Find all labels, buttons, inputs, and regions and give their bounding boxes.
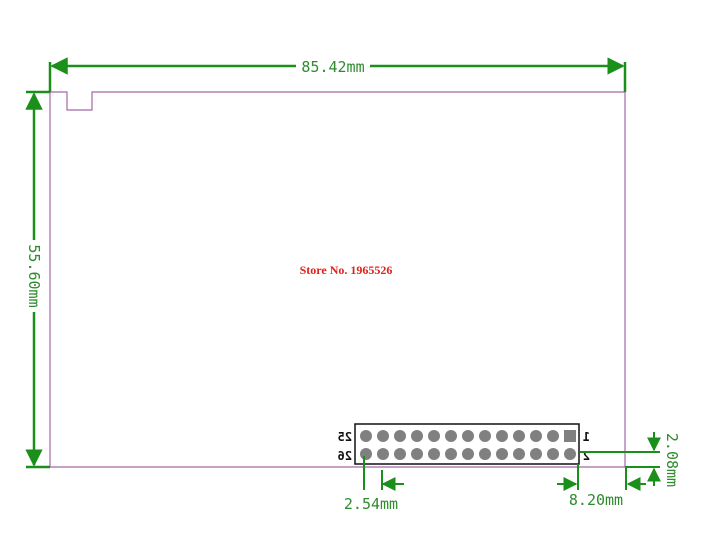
pin-pad [564, 448, 576, 460]
pin-pad [462, 448, 474, 460]
header-right-offset-dimension: 8.20mm [557, 464, 646, 509]
pin-label-1: 1 [583, 430, 590, 444]
pin-pitch-dimension: 2.54mm [344, 456, 404, 513]
pin-pad [496, 430, 508, 442]
pin-pad [445, 430, 457, 442]
pin-pad [530, 430, 542, 442]
pin-pad [394, 430, 406, 442]
pin-pad [479, 448, 491, 460]
pin-label-25: 25 [338, 430, 352, 444]
pin-header [360, 430, 576, 460]
store-watermark: Store No. 1965526 [300, 263, 393, 277]
pin-pad [496, 448, 508, 460]
pin-pad [547, 430, 559, 442]
height-label: 55.60mm [25, 244, 43, 307]
width-dimension: 85.42mm [48, 57, 627, 92]
pin-pad [547, 448, 559, 460]
pin-1-square-pad [564, 430, 576, 442]
right-offset-label: 8.20mm [569, 491, 623, 509]
header-bottom-offset-dimension: 2.08mm [580, 432, 681, 487]
pin-pad [428, 430, 440, 442]
pin-pad [513, 448, 525, 460]
pin-pad [462, 430, 474, 442]
pin-pad [377, 448, 389, 460]
pin-pad [479, 430, 491, 442]
pin-pad [394, 448, 406, 460]
pin-pad [411, 448, 423, 460]
board-outline [49, 91, 626, 468]
pin-pad [530, 448, 542, 460]
pin-label-2: 2 [583, 449, 590, 463]
height-dimension: 55.60mm [25, 90, 50, 469]
pin-pad [445, 448, 457, 460]
pin-header-outline [354, 423, 580, 465]
pin-pad [411, 430, 423, 442]
pin-pad [377, 430, 389, 442]
pin-pad [513, 430, 525, 442]
pin-pad [360, 448, 372, 460]
bottom-offset-label: 2.08mm [663, 433, 681, 487]
width-label: 85.42mm [301, 58, 364, 76]
pin-pad [360, 430, 372, 442]
pin-label-26: 26 [338, 449, 352, 463]
pin-pad [428, 448, 440, 460]
pin-pitch-label: 2.54mm [344, 495, 398, 513]
